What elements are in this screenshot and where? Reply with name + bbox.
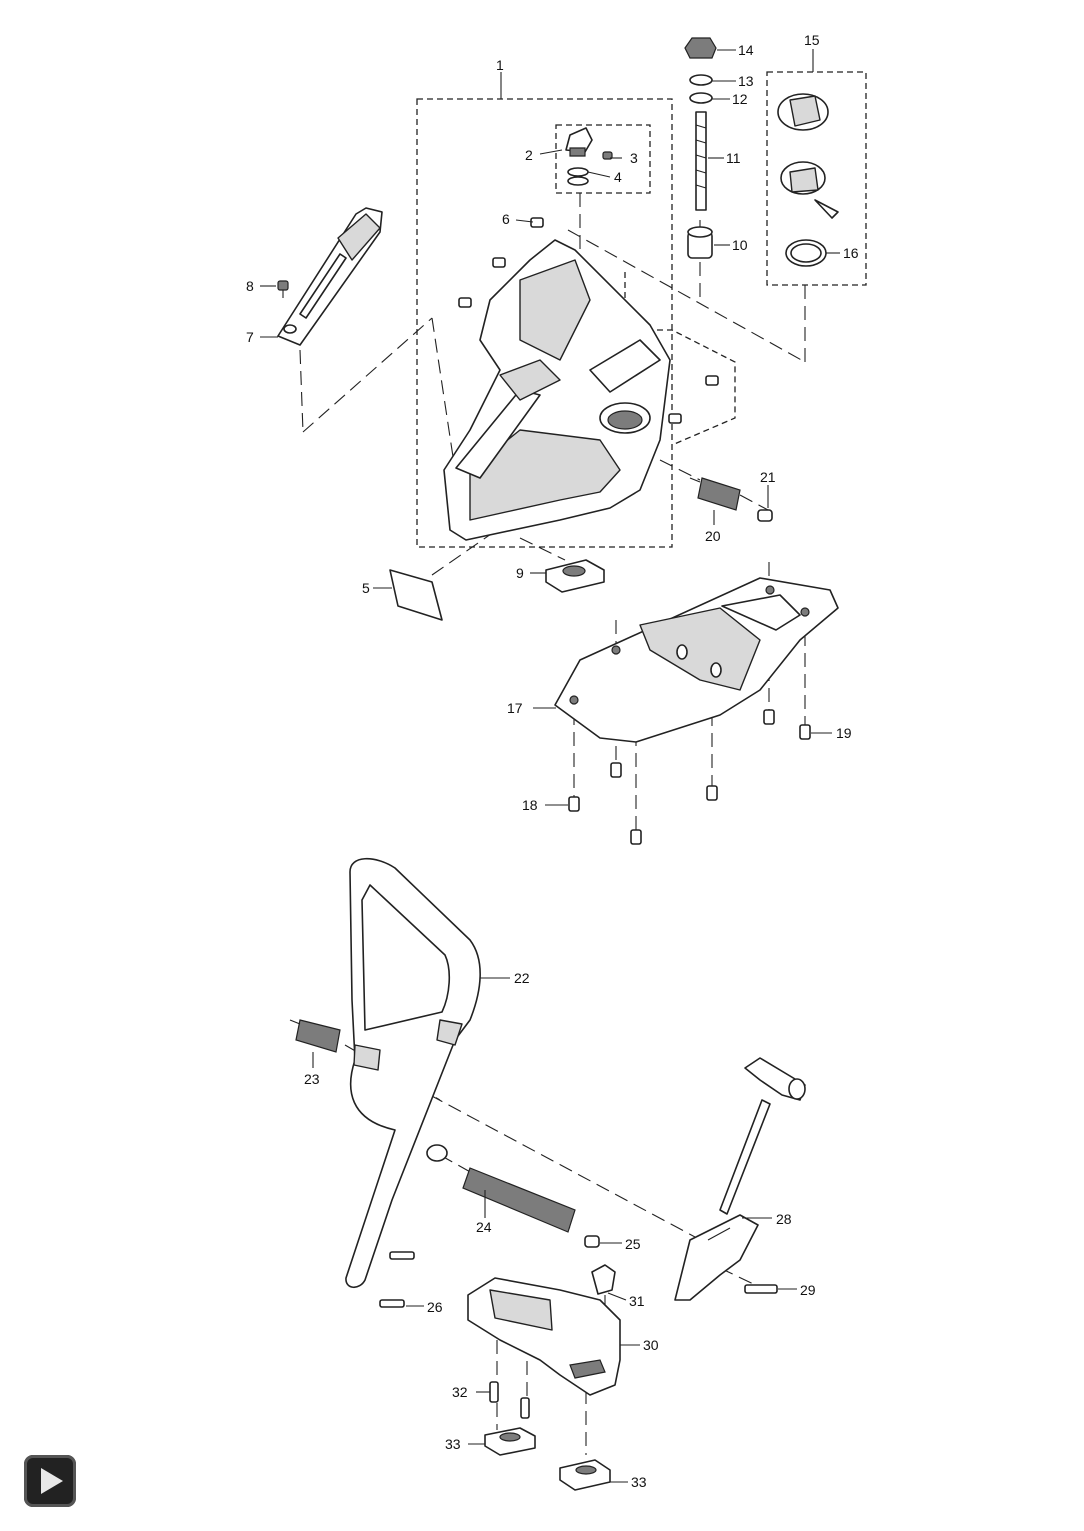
part-10-filter	[687, 226, 713, 259]
group-box-1-extension	[624, 272, 736, 446]
group-box-15	[766, 71, 867, 286]
callout-10: 10	[732, 237, 748, 253]
part-31-clip	[591, 1264, 616, 1295]
callout-21: 21	[760, 469, 776, 485]
callout-4: 4	[614, 169, 622, 185]
part-11-hose	[695, 111, 707, 211]
callout-11: 11	[726, 150, 741, 166]
callout-22: 22	[514, 970, 530, 986]
part-16-o-ring	[785, 239, 827, 267]
part-21-screw	[757, 509, 773, 522]
callout-12: 12	[732, 91, 748, 107]
callout-3: 3	[630, 150, 638, 166]
callout-numbers: 1 2 3 4 5 6 7 8 9 10 11 12 13 14 15 16 1…	[246, 32, 859, 1490]
part-8-screw	[277, 280, 289, 298]
callout-17: 17	[507, 700, 523, 716]
callout-30: 30	[643, 1337, 659, 1353]
callout-32: 32	[452, 1384, 468, 1400]
callout-28: 28	[776, 1211, 792, 1227]
callout-24: 24	[476, 1219, 492, 1235]
callout-31: 31	[629, 1293, 645, 1309]
spanner-tool	[719, 1057, 806, 1215]
part-4-o-rings	[567, 167, 589, 186]
callout-leaders	[260, 49, 840, 1483]
callout-7: 7	[246, 329, 254, 345]
callout-20: 20	[705, 528, 721, 544]
callout-8: 8	[246, 278, 254, 294]
part-12-ring	[689, 92, 713, 104]
callout-23: 23	[304, 1071, 320, 1087]
part-15-caps	[777, 93, 839, 219]
part-7-side-grip	[277, 207, 383, 346]
part-3-screw	[602, 151, 613, 160]
part-2-cap	[565, 127, 593, 157]
callout-33-b: 33	[631, 1474, 647, 1490]
callout-29: 29	[800, 1282, 816, 1298]
part-9-damper	[545, 559, 605, 593]
callout-19: 19	[836, 725, 852, 741]
callout-9: 9	[516, 565, 524, 581]
part-29-screw	[744, 1284, 778, 1294]
callout-33-a: 33	[445, 1436, 461, 1452]
part-13-washer	[689, 74, 713, 86]
callout-6: 6	[502, 211, 510, 227]
callout-25: 25	[625, 1236, 641, 1252]
callout-1: 1	[496, 57, 504, 73]
part-28-tool-holder	[674, 1214, 759, 1301]
part-30-bracket	[467, 1277, 621, 1396]
callout-5: 5	[362, 580, 370, 596]
callout-16: 16	[843, 245, 859, 261]
group-box-2-4	[555, 124, 651, 194]
group-box-1	[416, 98, 673, 548]
part-18-19-screws	[568, 709, 811, 845]
part-26-screws	[379, 1251, 415, 1308]
callout-18: 18	[522, 797, 538, 813]
callout-15: 15	[804, 32, 820, 48]
part-22-front-handle	[345, 857, 481, 1289]
part-20-vibration-spring	[689, 477, 741, 511]
part-5-label	[389, 569, 443, 621]
callout-14: 14	[738, 42, 754, 58]
part-24-spring-assembly	[462, 1167, 576, 1233]
callout-13: 13	[738, 73, 754, 89]
play-button[interactable]	[24, 1455, 76, 1507]
part-6-clips	[458, 217, 719, 424]
part-1-housing	[443, 239, 671, 541]
part-14-pump	[684, 37, 717, 59]
play-icon	[41, 1468, 63, 1494]
part-25-screw	[584, 1235, 600, 1248]
part-23-vibration-spring	[289, 1019, 341, 1053]
callout-2: 2	[525, 147, 533, 163]
part-32-bolts	[489, 1381, 530, 1419]
part-33-dampers	[484, 1427, 611, 1491]
part-17-base-plate	[554, 577, 839, 743]
callout-26: 26	[427, 1299, 443, 1315]
